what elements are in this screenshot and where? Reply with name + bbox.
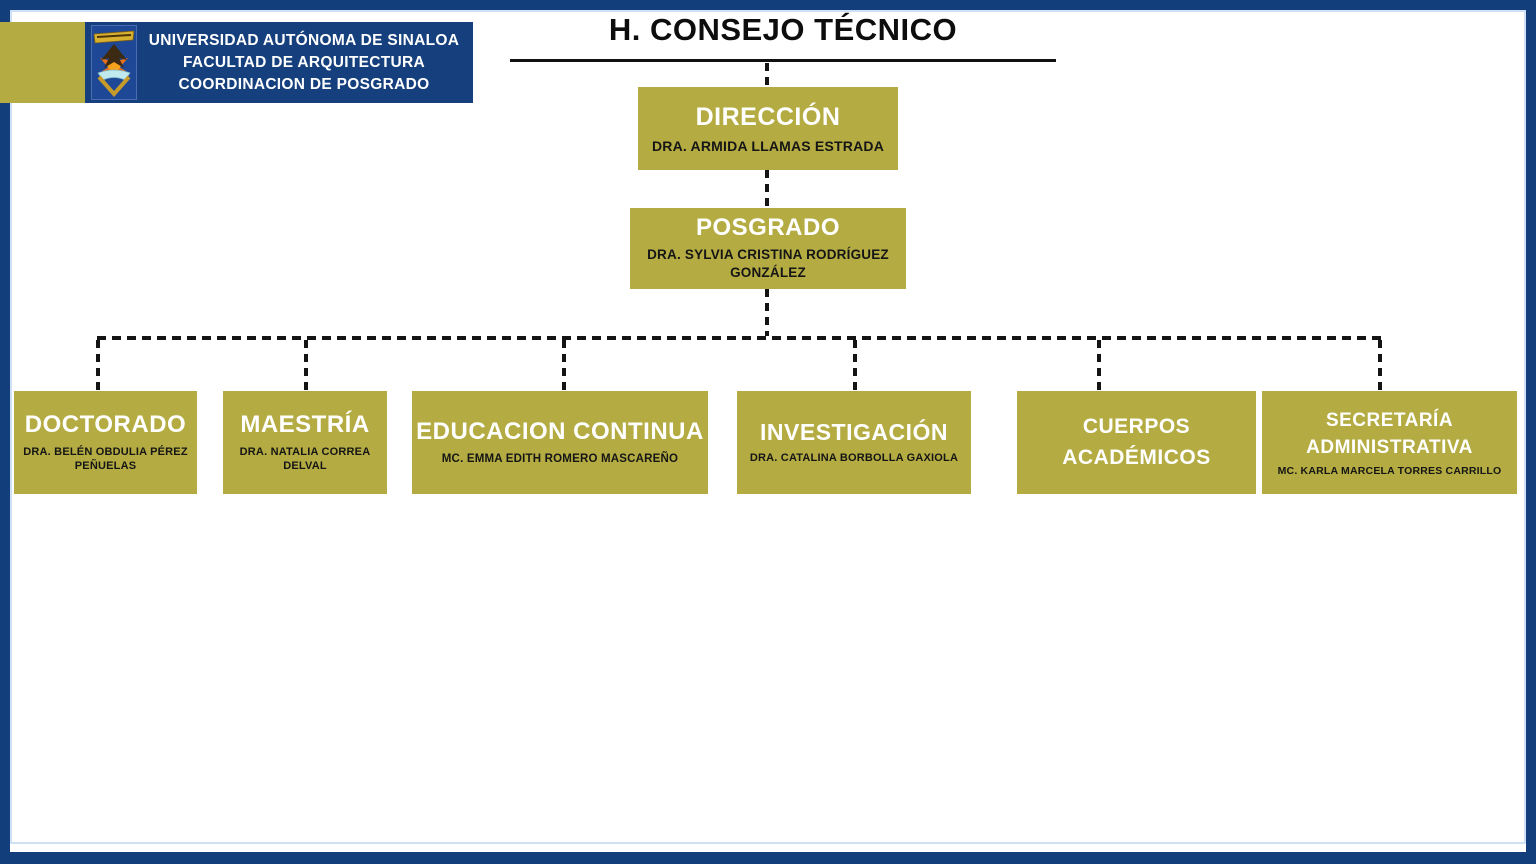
org-node-person: DRA. ARMIDA LLAMAS ESTRADA	[651, 137, 885, 154]
org-node-person: DRA. NATALIA CORREA DELVAL	[239, 445, 371, 473]
org-node-posgrado: POSGRADO DRA. SYLVIA CRISTINA RODRÍGUEZ …	[630, 208, 906, 289]
org-node-role: DOCTORADO	[24, 410, 187, 438]
org-node-person: MC. KARLA MARCELA TORRES CARRILLO	[1277, 464, 1502, 477]
frame-border-bottom	[0, 852, 1536, 864]
org-node-role: INVESTIGACIÓN	[760, 418, 948, 445]
org-node-cuerpos-academicos: CUERPOS ACADÉMICOS	[1017, 391, 1256, 494]
connector-bus-to-educacion-continua	[562, 340, 566, 391]
org-node-doctorado: DOCTORADO DRA. BELÉN OBDULIA PÉREZ PEÑUE…	[14, 391, 197, 494]
org-node-role: MAESTRÍA	[240, 410, 370, 438]
org-node-role: CUERPOS ACADÉMICOS	[1062, 415, 1211, 469]
connector-posgrado-to-bus	[765, 289, 769, 336]
org-node-person: MC. EMMA EDITH ROMERO MASCAREÑO	[441, 452, 679, 465]
org-node-secretaria-administrativa: SECRETARÍA ADMINISTRATIVA MC. KARLA MARC…	[1262, 391, 1517, 494]
institution-line-3: COORDINACION DE POSGRADO	[178, 75, 430, 93]
accent-block	[0, 22, 85, 103]
connector-bus-to-cuerpos-academicos	[1097, 340, 1101, 391]
frame-border-left	[0, 0, 10, 864]
title-underline	[510, 59, 1056, 62]
org-node-role: EDUCACION CONTINUA	[416, 417, 704, 445]
connector-horizontal-bus	[97, 336, 1382, 340]
connector-title-to-direccion	[765, 63, 769, 87]
connector-bus-to-secretaria-administrativa	[1378, 340, 1382, 391]
org-node-role: DIRECCIÓN	[695, 102, 841, 131]
org-node-direccion: DIRECCIÓN DRA. ARMIDA LLAMAS ESTRADA	[638, 87, 898, 170]
org-node-educacion-continua: EDUCACION CONTINUA MC. EMMA EDITH ROMERO…	[412, 391, 708, 494]
frame-border-top	[0, 0, 1536, 10]
org-node-person: DRA. CATALINA BORBOLLA GAXIOLA	[749, 452, 959, 465]
institution-line-1: UNIVERSIDAD AUTÓNOMA DE SINALOA	[148, 31, 460, 49]
institution-text-block: UNIVERSIDAD AUTÓNOMA DE SINALOA FACULTAD…	[141, 22, 467, 103]
org-node-role: POSGRADO	[695, 214, 840, 242]
connector-bus-to-doctorado	[96, 340, 100, 391]
org-node-person: DRA. BELÉN OBDULIA PÉREZ PEÑUELAS	[23, 445, 188, 473]
org-node-maestria: MAESTRÍA DRA. NATALIA CORREA DELVAL	[223, 391, 387, 494]
connector-bus-to-investigacion	[853, 340, 857, 391]
org-node-investigacion: INVESTIGACIÓN DRA. CATALINA BORBOLLA GAX…	[737, 391, 971, 494]
frame-border-right	[1526, 0, 1536, 864]
institution-line-2: FACULTAD DE ARQUITECTURA	[183, 53, 425, 71]
institution-header-bar: UNIVERSIDAD AUTÓNOMA DE SINALOA FACULTAD…	[85, 22, 473, 103]
page-title: H. CONSEJO TÉCNICO	[608, 12, 958, 47]
uas-crest-logo-icon	[91, 25, 137, 105]
org-node-person: DRA. SYLVIA CRISTINA RODRÍGUEZ GONZÁLEZ	[647, 247, 889, 281]
connector-direccion-to-posgrado	[765, 170, 769, 208]
org-node-role: SECRETARÍA ADMINISTRATIVA	[1306, 409, 1473, 459]
connector-bus-to-maestria	[304, 340, 308, 391]
